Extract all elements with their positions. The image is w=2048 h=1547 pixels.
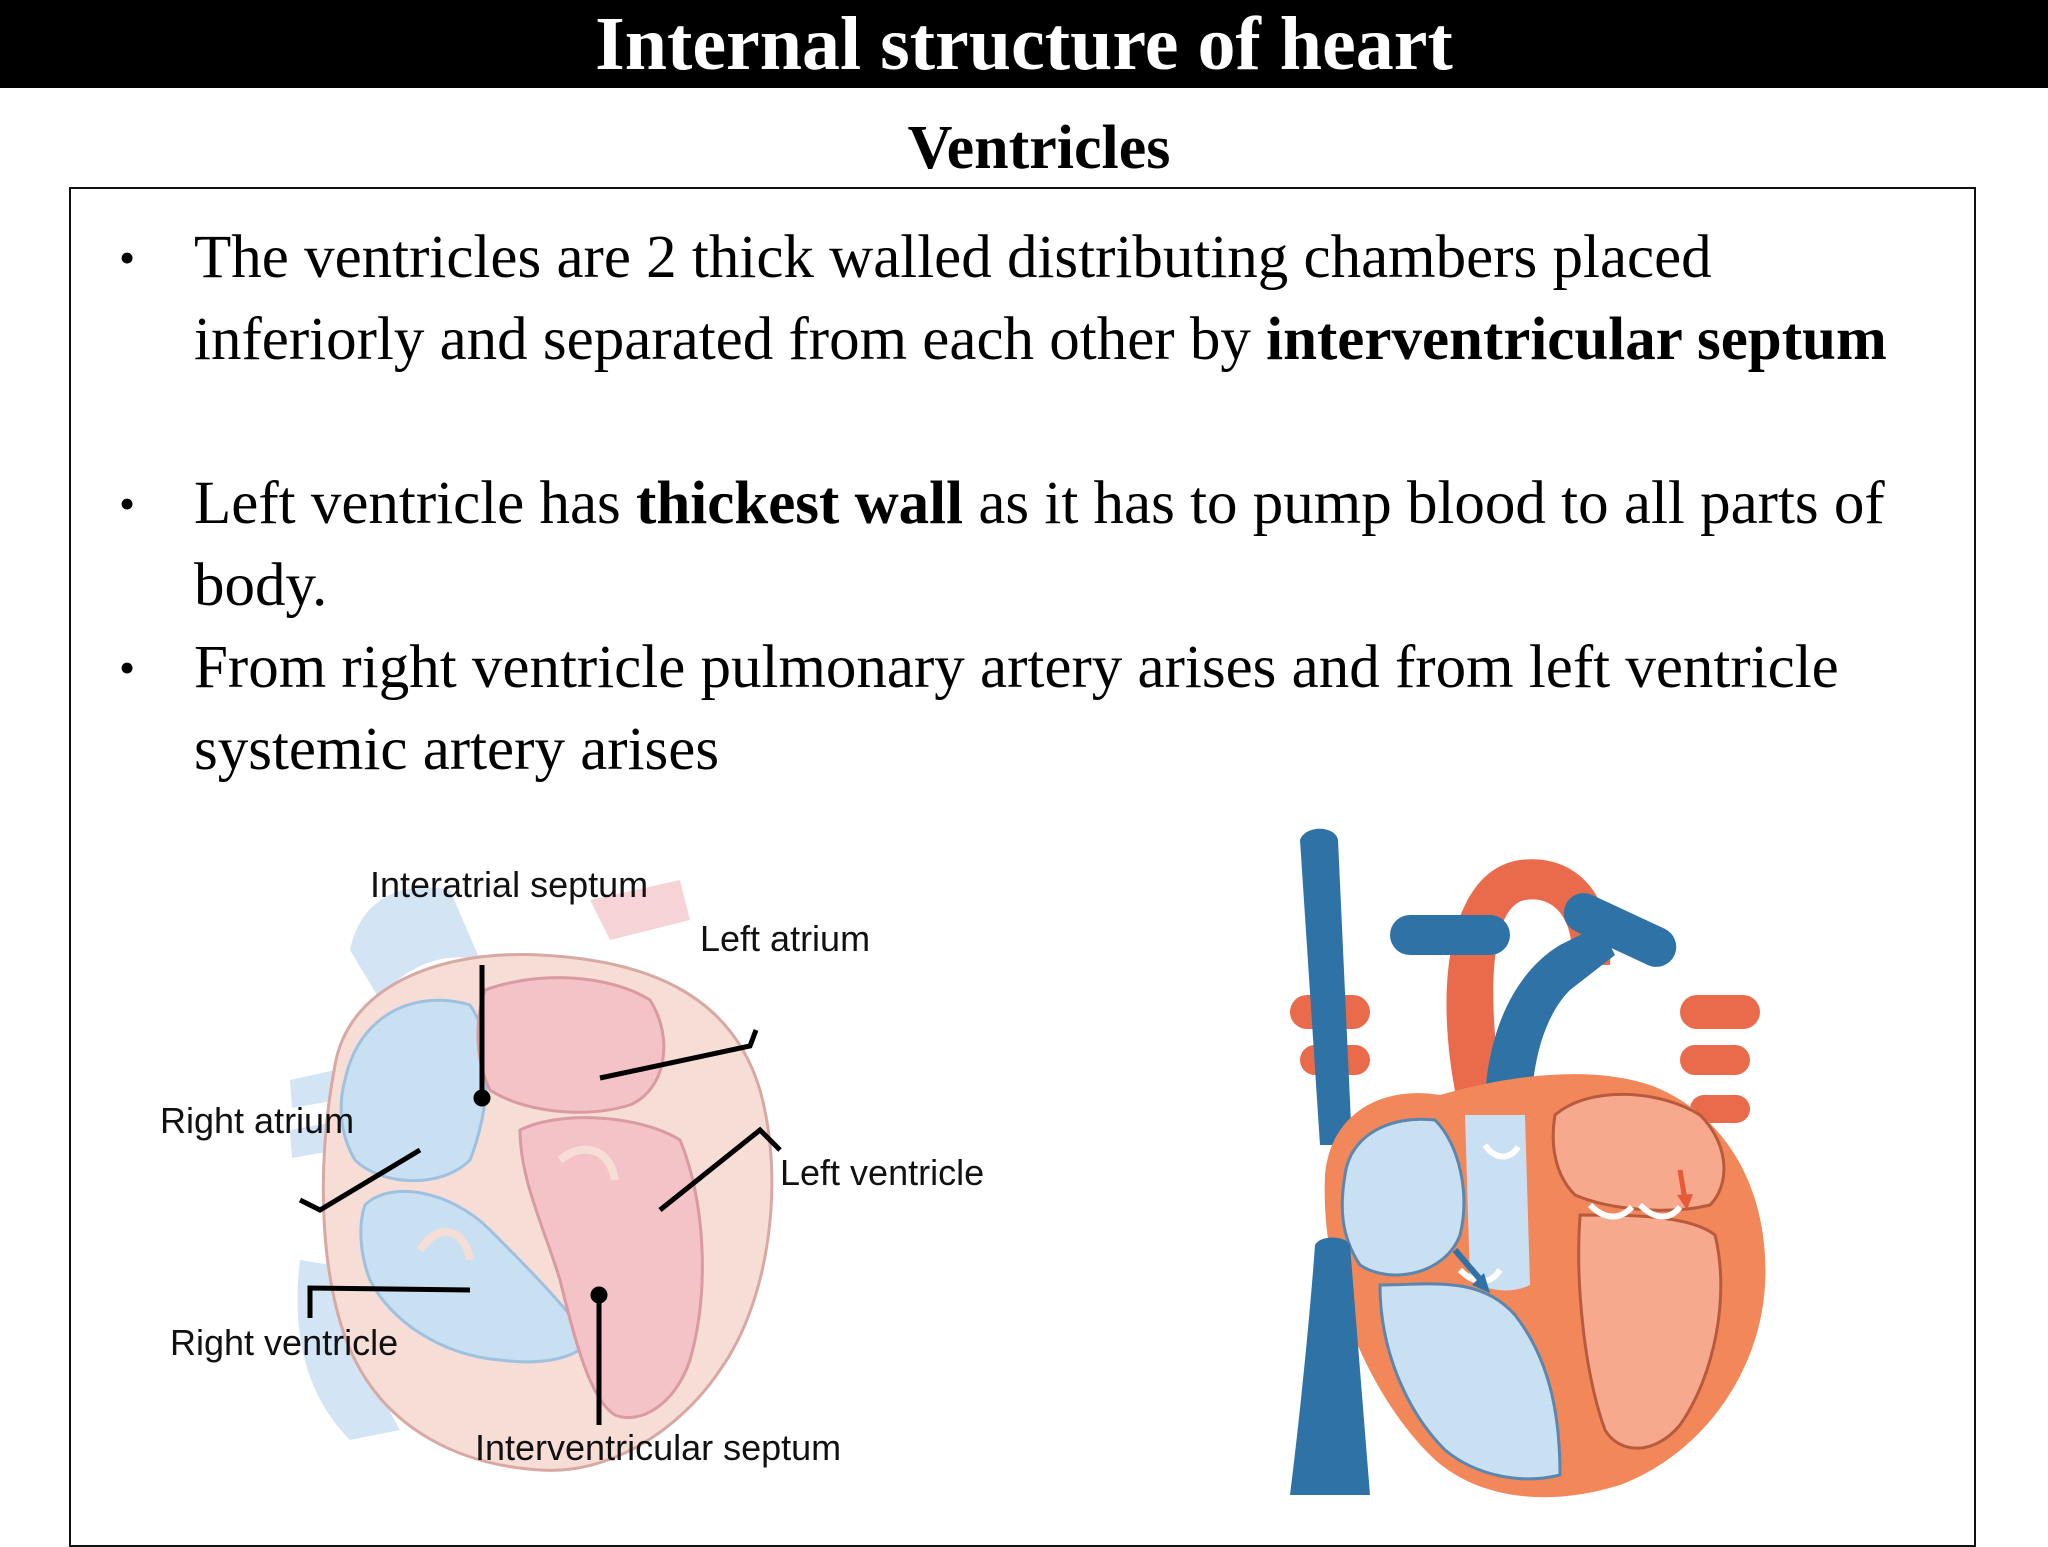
inferior-vena-cava-shape [1290, 1237, 1370, 1495]
left-ventricle-chamber [518, 1116, 704, 1420]
heart-blood-flow-illustration [1260, 815, 1830, 1505]
left-atrium-chamber [476, 976, 666, 1114]
right-ventricle-chamber [359, 1189, 592, 1364]
content-box: • The ventricles are 2 thick walled dist… [69, 187, 1976, 1547]
label-right-ventricle: Right ventricle [170, 1322, 399, 1363]
pulmonary-vein-shape [590, 880, 690, 940]
label-left-atrium: Left atrium [700, 918, 871, 959]
heart-cross-section-illustration [290, 880, 782, 1472]
bullet-text: The ventricles are 2 thick walled distri… [194, 224, 1887, 373]
label-right-atrium: Right atrium [160, 1100, 355, 1141]
label-interatrial-septum: Interatrial septum [370, 864, 649, 905]
bullet-dot: • [119, 642, 136, 693]
heart-flow-svg [1290, 828, 1766, 1498]
right-atrium-shape [1340, 1117, 1466, 1277]
label-interventricular-septum: Interventricular septum [475, 1427, 842, 1468]
labeled-heart-diagram: Interatrial septum Left atrium Right atr… [120, 840, 984, 1530]
left-ventricle-shape [1577, 1213, 1723, 1450]
slide-title: Internal structure of heart [595, 2, 1453, 86]
superior-vena-cava-shape [350, 887, 480, 1000]
right-atrium-chamber [339, 998, 489, 1183]
superior-vena-cava-shape [1300, 828, 1352, 1145]
bullet-text: Left ventricle has thickest wall as it h… [194, 470, 1885, 619]
slide-title-bar: Internal structure of heart [0, 0, 2048, 88]
bullet-text: From right ventricle pulmonary artery ar… [194, 634, 1839, 783]
leader-lines [298, 965, 782, 1425]
bullet-dot: • [119, 478, 136, 529]
bullet-dot: • [119, 232, 136, 283]
section-subtitle: Ventricles [907, 114, 1171, 182]
right-ventricle-shape [1378, 1282, 1562, 1481]
label-left-ventricle: Left ventricle [780, 1152, 985, 1193]
